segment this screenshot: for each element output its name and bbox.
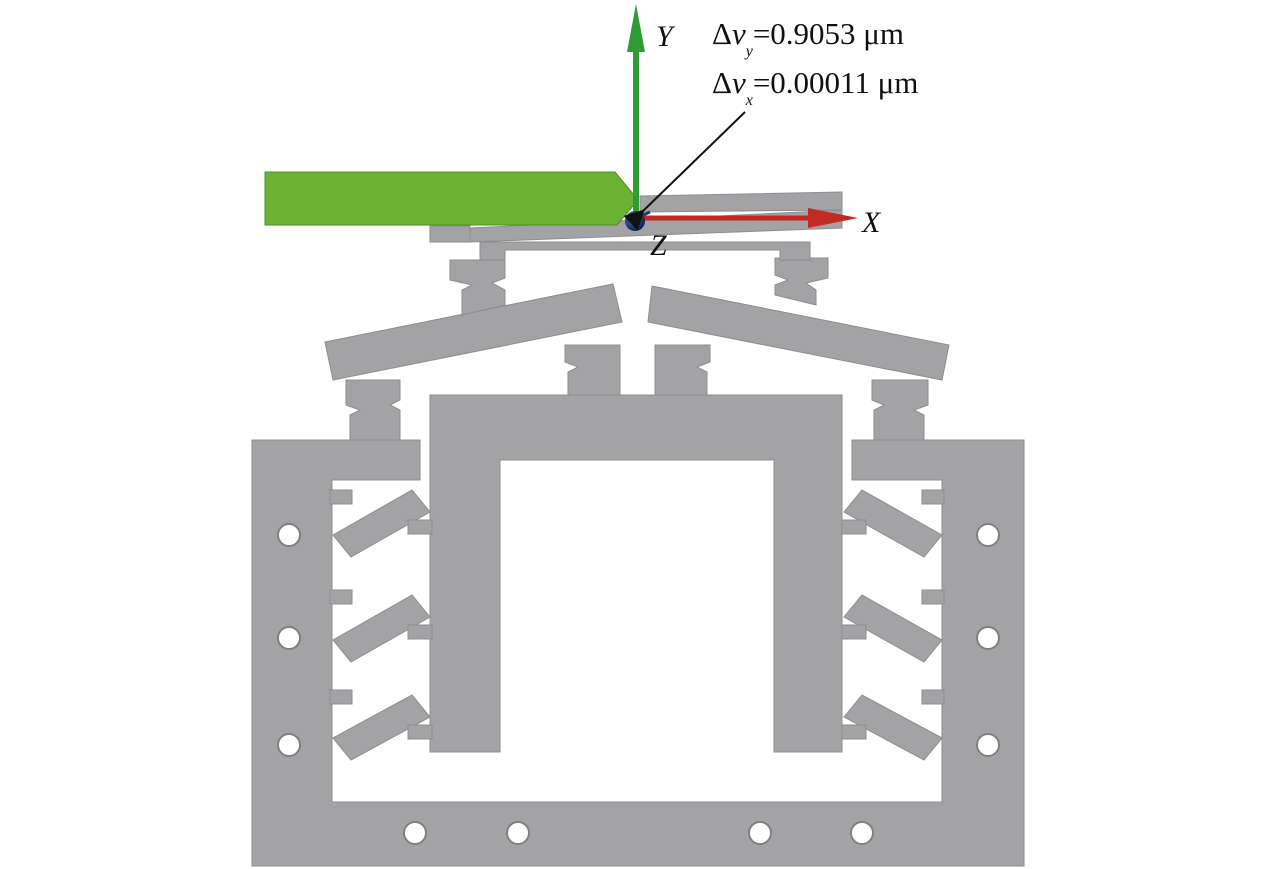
annotation-dvx: Δvx=0.00011 μm <box>712 65 918 109</box>
frame-outer <box>251 439 1025 867</box>
dvx-sub: x <box>745 92 753 109</box>
lever-frame-hinges <box>345 344 929 441</box>
annotation-dvy: Δvy=0.9053 μm <box>712 16 904 60</box>
hole-icon <box>277 626 301 650</box>
left-leaf-springs <box>329 489 433 761</box>
y-axis-arrow-icon <box>627 4 645 52</box>
svg-text:Δvx=0.00011 μm: Δvx=0.00011 μm <box>712 65 918 109</box>
dvy-var: v <box>732 16 746 51</box>
mounting-holes <box>277 523 1000 845</box>
upper-hinges <box>449 257 829 316</box>
hole-icon <box>506 821 530 845</box>
cutting-tool <box>264 171 639 226</box>
svg-text:Δvy=0.9053 μm: Δvy=0.9053 μm <box>712 16 904 60</box>
dvx-delta: Δ <box>712 65 732 100</box>
hole-icon <box>976 523 1000 547</box>
dvx-var: v <box>732 65 746 100</box>
origin-ball-icon <box>625 211 645 231</box>
dvy-delta: Δ <box>712 16 732 51</box>
x-axis-arrow-icon <box>808 208 858 228</box>
inner-stage <box>429 394 843 753</box>
hole-icon <box>976 626 1000 650</box>
dvy-sub: y <box>744 43 754 60</box>
left-lever <box>324 283 623 381</box>
right-leaf-springs <box>841 489 945 761</box>
hole-icon <box>976 733 1000 757</box>
x-axis-label: X <box>861 206 882 239</box>
dvx-value: =0.00011 μm <box>753 65 919 100</box>
z-axis-label: Z <box>650 229 667 262</box>
hole-icon <box>850 821 874 845</box>
base-frame <box>251 439 1025 867</box>
hole-icon <box>403 821 427 845</box>
dvy-value: =0.9053 μm <box>753 16 904 51</box>
y-axis-label: Y <box>656 20 676 53</box>
right-lever <box>647 285 950 381</box>
annotation-leader <box>623 111 746 231</box>
hole-icon <box>748 821 772 845</box>
hole-icon <box>277 523 301 547</box>
amplification-levers <box>324 283 950 381</box>
hole-icon <box>277 733 301 757</box>
